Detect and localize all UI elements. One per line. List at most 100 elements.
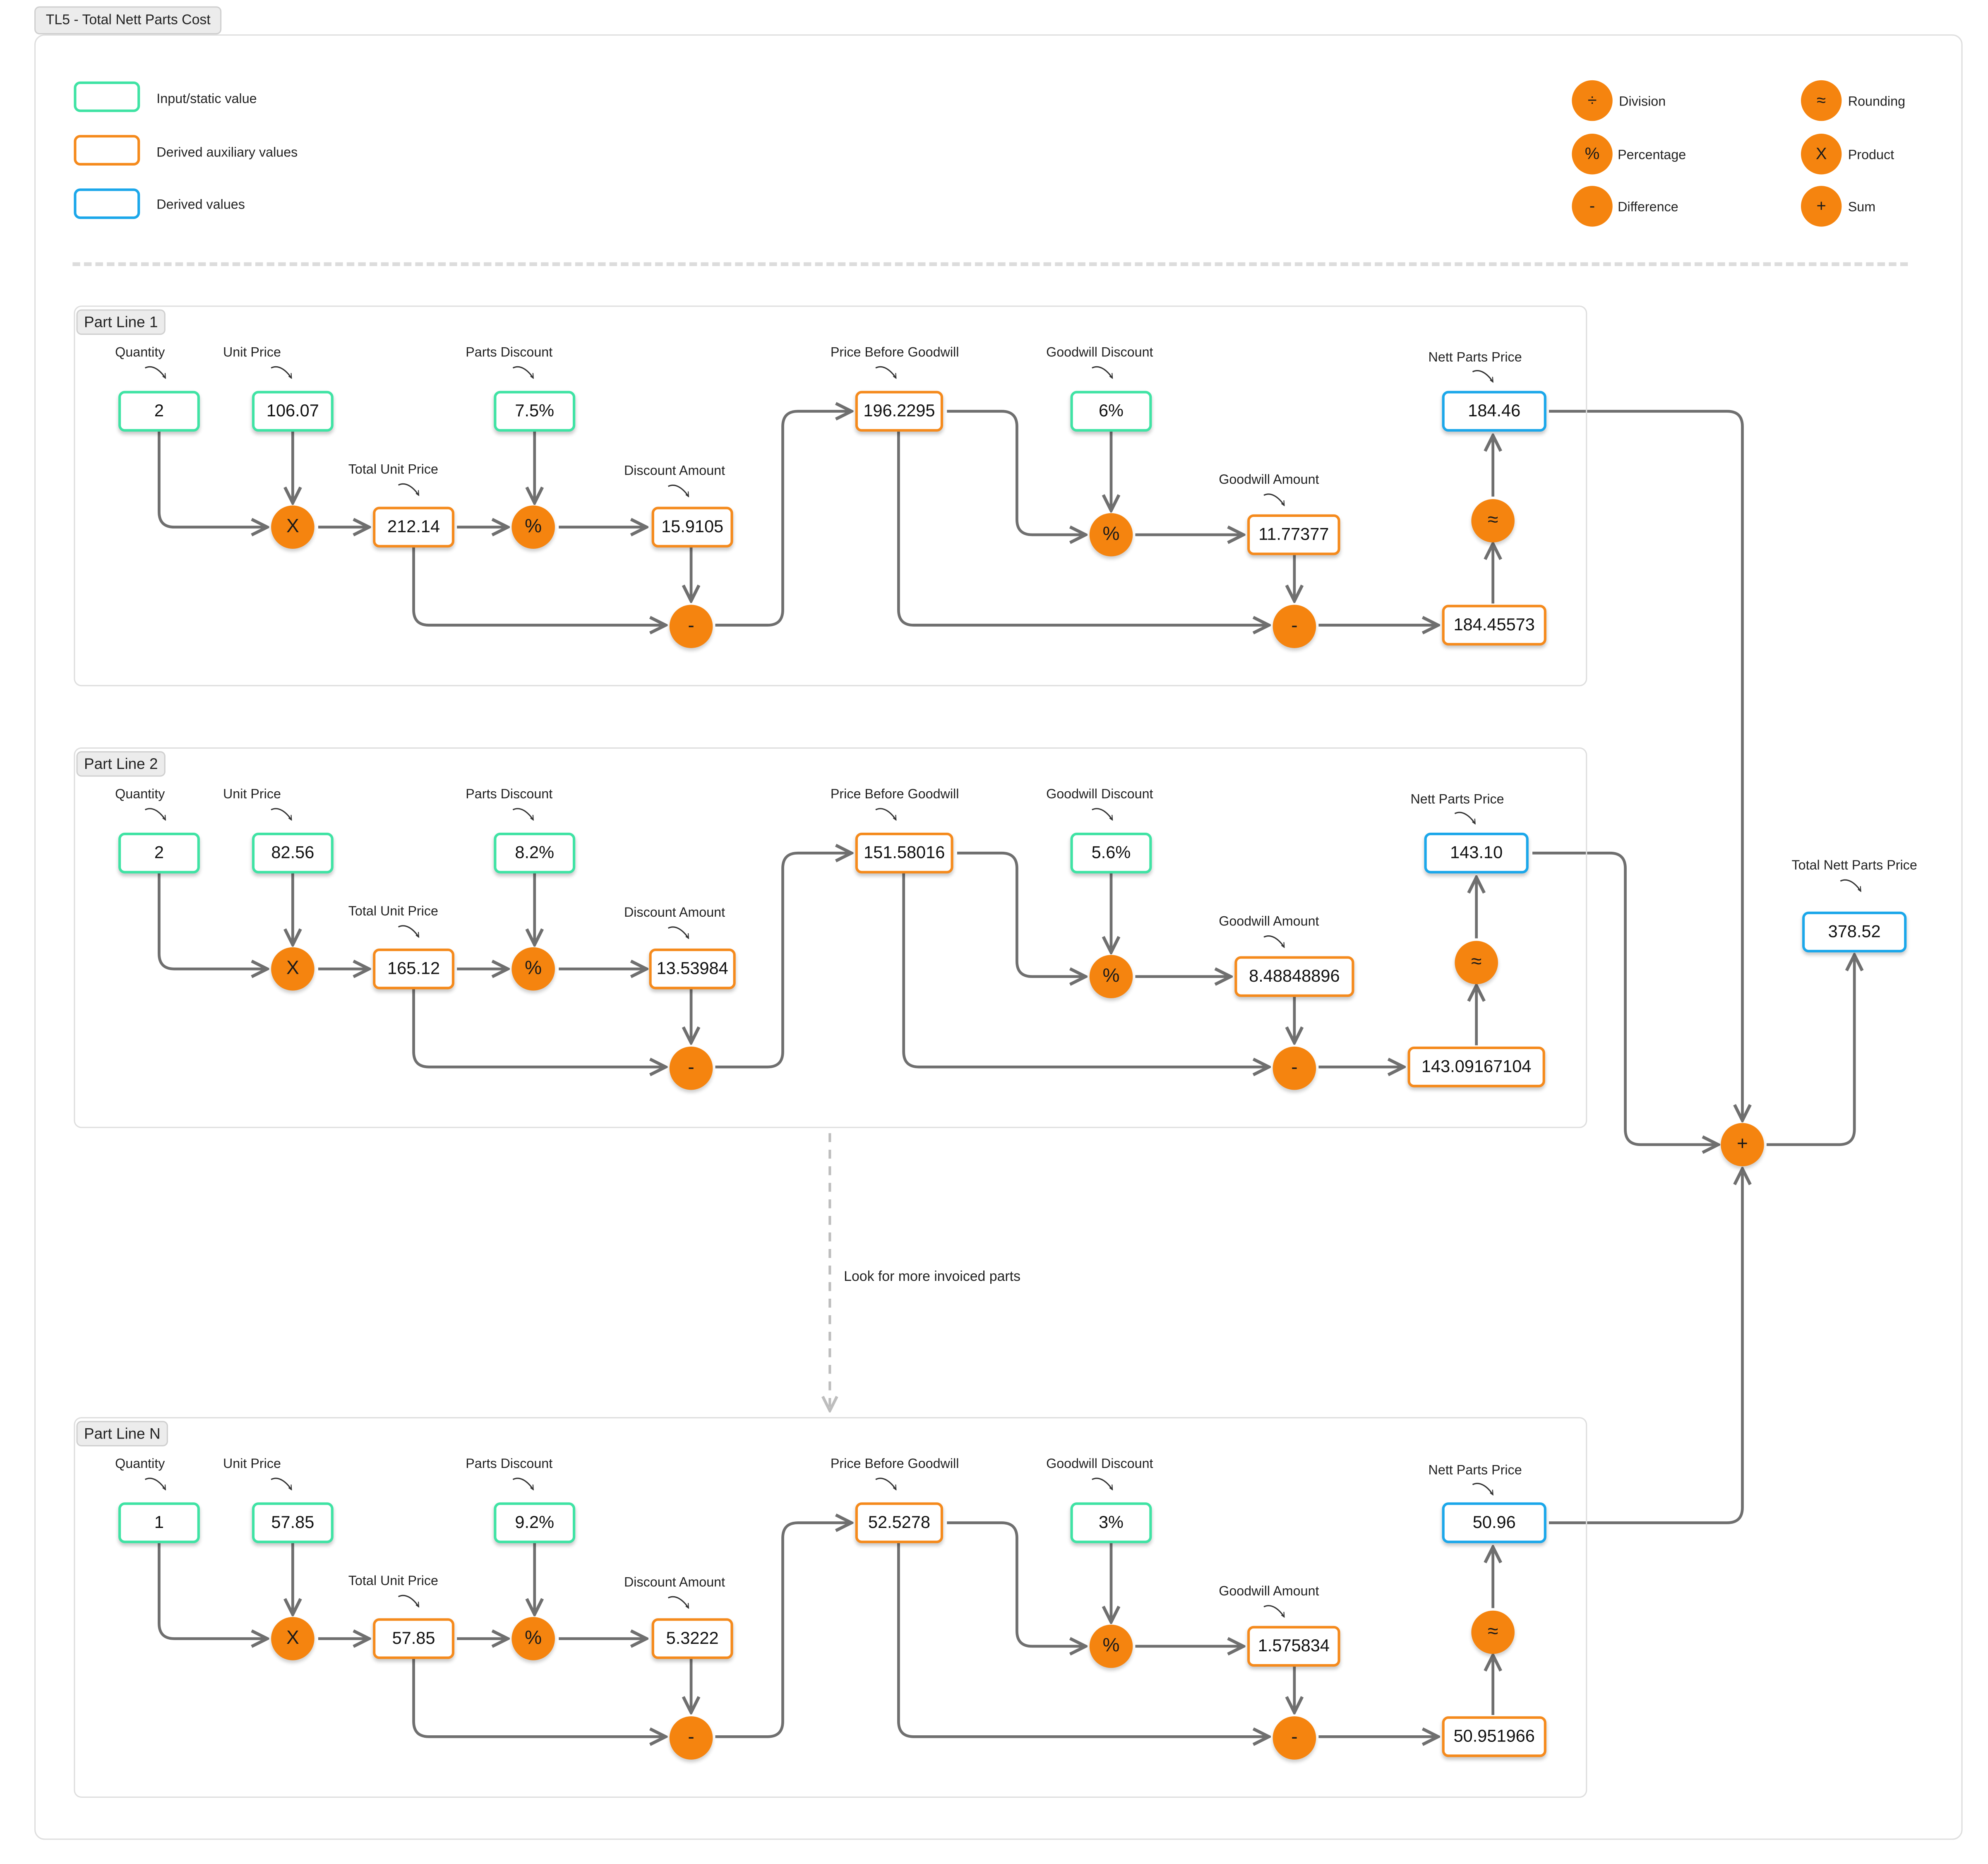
legend-difference-label: Difference — [1618, 200, 1678, 215]
pre-rounding-price-box: 50.951966 — [1442, 1716, 1546, 1757]
legend-input-swatch — [74, 81, 140, 112]
difference-to-price-connector — [715, 853, 851, 1069]
goodwill-discount-box: 3% — [1070, 1502, 1152, 1543]
line1-to-sum-connector — [1549, 410, 1742, 1121]
nett-parts-price-box: 50.96 — [1442, 1502, 1546, 1543]
total-to-difference-connector — [412, 547, 666, 625]
goodwill-amount-label: Goodwill Amount — [1219, 1584, 1319, 1600]
goodwill-discount-box: 6% — [1070, 391, 1152, 432]
pointer-arrow — [144, 366, 166, 379]
price-before-goodwill-box: 196.2295 — [855, 391, 944, 432]
quantity-connector — [158, 873, 267, 969]
price-to-difference-connector — [902, 873, 1269, 1067]
pointer-arrow — [271, 366, 292, 379]
goodwill-amount-box: 11.77377 — [1247, 514, 1340, 555]
pointer-arrow — [1092, 808, 1113, 821]
legend-percentage-label: Percentage — [1618, 147, 1686, 163]
pointer-arrow — [1263, 935, 1285, 949]
product-operator: X — [271, 505, 315, 549]
pointer-arrow — [875, 366, 897, 379]
legend-rounding-label: Rounding — [1848, 94, 1906, 110]
diagram-title: TL5 - Total Nett Parts Cost — [34, 6, 222, 35]
pointer-arrow — [668, 484, 689, 497]
total-unit-price-box: 212.14 — [373, 507, 454, 548]
quantity-label: Quantity — [115, 787, 165, 802]
percentage-operator: % — [1089, 513, 1133, 557]
nett-parts-price-label: Nett Parts Price — [1428, 1463, 1522, 1478]
pointer-arrow — [398, 483, 420, 496]
division-icon: ÷ — [1572, 80, 1613, 121]
pointer-arrow — [144, 808, 166, 821]
pointer-arrow — [668, 1596, 689, 1609]
more-parts-note: Look for more invoiced parts — [844, 1269, 1021, 1285]
price-to-goodwill-connector — [947, 1521, 1085, 1646]
quantity-label: Quantity — [115, 1456, 165, 1472]
total-unit-price-box: 165.12 — [373, 948, 454, 990]
total-unit-price-box: 57.85 — [373, 1618, 454, 1659]
parts-discount-label: Parts Discount — [466, 345, 553, 360]
goodwill-amount-label: Goodwill Amount — [1219, 472, 1319, 488]
pointer-arrow — [1092, 1477, 1113, 1491]
lineN-to-sum-connector — [1549, 1169, 1742, 1524]
product-icon: X — [1801, 134, 1842, 175]
unit-price-box: 106.07 — [252, 391, 334, 432]
percentage-icon: % — [1572, 134, 1613, 175]
total-to-difference-connector — [412, 1659, 666, 1737]
price-before-goodwill-label: Price Before Goodwill — [830, 787, 959, 802]
nett-parts-price-label: Nett Parts Price — [1428, 350, 1522, 365]
quantity-box: 1 — [118, 1502, 200, 1543]
goodwill-discount-label: Goodwill Discount — [1046, 787, 1153, 802]
pointer-arrow — [398, 925, 420, 938]
goodwill-discount-label: Goodwill Discount — [1046, 1456, 1153, 1472]
product-operator: X — [271, 1617, 315, 1660]
difference-operator: - — [669, 605, 713, 648]
discount-amount-label: Discount Amount — [624, 1575, 725, 1590]
goodwill-discount-box: 5.6% — [1070, 833, 1152, 874]
unit-price-label: Unit Price — [223, 345, 281, 360]
discount-amount-label: Discount Amount — [624, 463, 725, 479]
total-to-difference-connector — [412, 989, 666, 1067]
pointer-arrow — [1263, 493, 1285, 507]
difference-to-price-connector — [715, 1523, 851, 1738]
rounding-operator: ≈ — [1471, 1610, 1515, 1654]
pointer-arrow — [1454, 812, 1476, 825]
sum-icon: + — [1801, 186, 1842, 227]
price-before-goodwill-label: Price Before Goodwill — [830, 345, 959, 360]
unit-price-label: Unit Price — [223, 787, 281, 802]
pointer-arrow — [144, 1477, 166, 1491]
nett-parts-price-box: 184.46 — [1442, 391, 1546, 432]
goodwill-amount-box: 8.48848896 — [1234, 956, 1354, 997]
parts-discount-box: 7.5% — [494, 391, 576, 432]
price-before-goodwill-box: 151.58016 — [855, 833, 953, 874]
price-to-goodwill-connector — [947, 410, 1085, 535]
total-unit-price-label: Total Unit Price — [348, 462, 438, 478]
pointer-arrow — [512, 808, 534, 821]
legend-divider — [72, 262, 1908, 266]
total-nett-parts-price-label: Total Nett Parts Price — [1791, 858, 1917, 874]
legend-sum-label: Sum — [1848, 200, 1876, 215]
parts-discount-box: 9.2% — [494, 1502, 576, 1543]
percentage-operator: % — [1089, 955, 1133, 998]
total-nett-parts-price-box: 378.52 — [1802, 911, 1907, 953]
pointer-arrow — [1263, 1605, 1285, 1618]
legend-division-label: Division — [1619, 94, 1666, 110]
total-unit-price-label: Total Unit Price — [348, 1573, 438, 1589]
goodwill-amount-box: 1.575834 — [1247, 1626, 1340, 1667]
product-operator: X — [271, 947, 315, 991]
price-to-goodwill-connector — [957, 851, 1086, 976]
pointer-arrow — [1472, 370, 1493, 383]
pre-rounding-price-box: 184.45573 — [1442, 605, 1546, 646]
parts-discount-label: Parts Discount — [466, 1456, 553, 1472]
quantity-connector — [158, 431, 267, 527]
unit-price-label: Unit Price — [223, 1456, 281, 1472]
legend-auxiliary-label: Derived auxiliary values — [156, 145, 298, 161]
legend-derived-label: Derived values — [156, 197, 245, 213]
line2-to-sum-connector — [1532, 851, 1718, 1145]
unit-price-box: 82.56 — [252, 833, 334, 874]
quantity-box: 2 — [118, 391, 200, 432]
quantity-label: Quantity — [115, 345, 165, 360]
difference-icon: - — [1572, 186, 1613, 227]
legend-input-label: Input/static value — [156, 91, 257, 107]
sum-to-total-connector — [1766, 955, 1854, 1146]
